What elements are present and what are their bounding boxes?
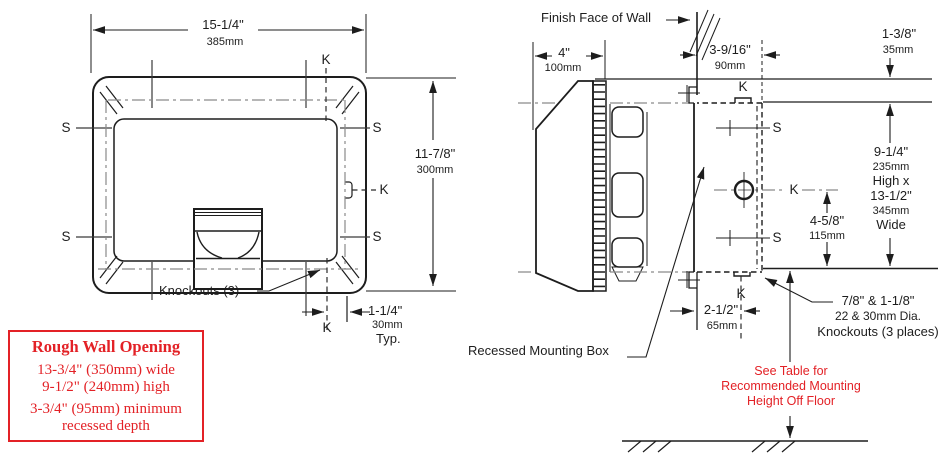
k-marker-bottom: K [322,320,332,335]
mounting-note-line: Recommended Mounting [721,379,861,393]
box-size-line: 13-1/2" [870,188,912,203]
side-depth-in: 4" [558,45,570,60]
knockouts-label: Knockouts (3) [159,283,240,298]
rough-wall-line: 3-3/4" (95mm) minimum [30,401,182,417]
ko-offset-mm: 65mm [706,320,738,332]
ko-offset-in: 2-1/2" [703,302,739,317]
rough-wall-line: recessed depth [62,418,150,434]
overlap-in: 1-3/8" [881,26,917,41]
mounting-ticks [76,60,370,316]
mounting-note-line: See Table for [754,364,828,378]
s-marker-side-1: S [772,120,782,135]
knockouts-note-line: 22 & 30mm Dia. [834,309,922,323]
side-depth-mm: 100mm [544,62,582,74]
front-offset-in: 1-1/4" [368,303,403,318]
box-size-line: High x [872,173,910,188]
box-depth-in: 3-9/16" [709,42,751,57]
recessed-box-label: Recessed Mounting Box [468,343,609,358]
box-size-line: 235mm [872,161,910,173]
s-marker-right-2: S [372,229,382,244]
rough-wall-title: Rough Wall Opening [31,337,181,356]
box-depth-mm: 90mm [714,60,746,72]
s-marker-left-1: S [61,120,71,135]
knockouts-note-line: 7/8" & 1-1/8" [841,293,915,308]
side-centerlines [518,102,838,273]
front-width-mm: 385mm [206,36,244,48]
front-offset-typ: Typ. [376,331,401,346]
mounting-note-line: Height Off Floor [746,394,836,408]
k-centerlines [325,68,328,334]
box-size-line: Wide [876,217,906,232]
k-marker-side-bottom: K [736,286,746,301]
front-height-in: 11-7/8" [414,146,456,161]
k-marker-top: K [321,52,331,67]
front-offset-mm: 30mm [372,319,403,331]
box-size-line: 9-1/4" [873,144,909,159]
stud-crosses [716,120,770,246]
k-marker-side-top: K [738,79,748,94]
k-marker-side-mid: K [789,182,799,197]
rough-wall-opening-note: Rough Wall Opening 13-3/4" (350mm) wide … [8,330,204,442]
front-width-in: 15-1/4" [202,17,244,32]
side-dimensions [532,16,894,438]
k-offset-mm: 115mm [809,230,845,242]
box-knockouts [733,97,755,277]
front-dimensions [90,14,456,322]
wall-face [689,9,721,330]
knockouts-note-line: Knockouts (3 places) [817,324,939,339]
rough-wall-line: 13-3/4" (350mm) wide [37,362,175,378]
front-view-linework [76,14,456,334]
front-height-mm: 300mm [416,164,454,176]
box-size-line: 345mm [872,205,910,217]
mounting-box-front [678,85,700,289]
s-marker-side-2: S [772,230,782,245]
s-marker-left-2: S [61,229,71,244]
louver-assembly [609,104,648,282]
finish-face-label: Finish Face of Wall [541,10,652,25]
front-centerlines [98,99,358,270]
rough-wall-line: 9-1/2" (240mm) high [42,379,170,395]
k-marker-right: K [379,182,389,197]
floor-line [622,440,868,453]
side-view-linework [518,9,938,453]
nozzle [193,208,263,290]
s-marker-right-1: S [372,120,382,135]
k-offset-in: 4-5/8" [809,213,845,228]
overlap-mm: 35mm [882,44,914,56]
